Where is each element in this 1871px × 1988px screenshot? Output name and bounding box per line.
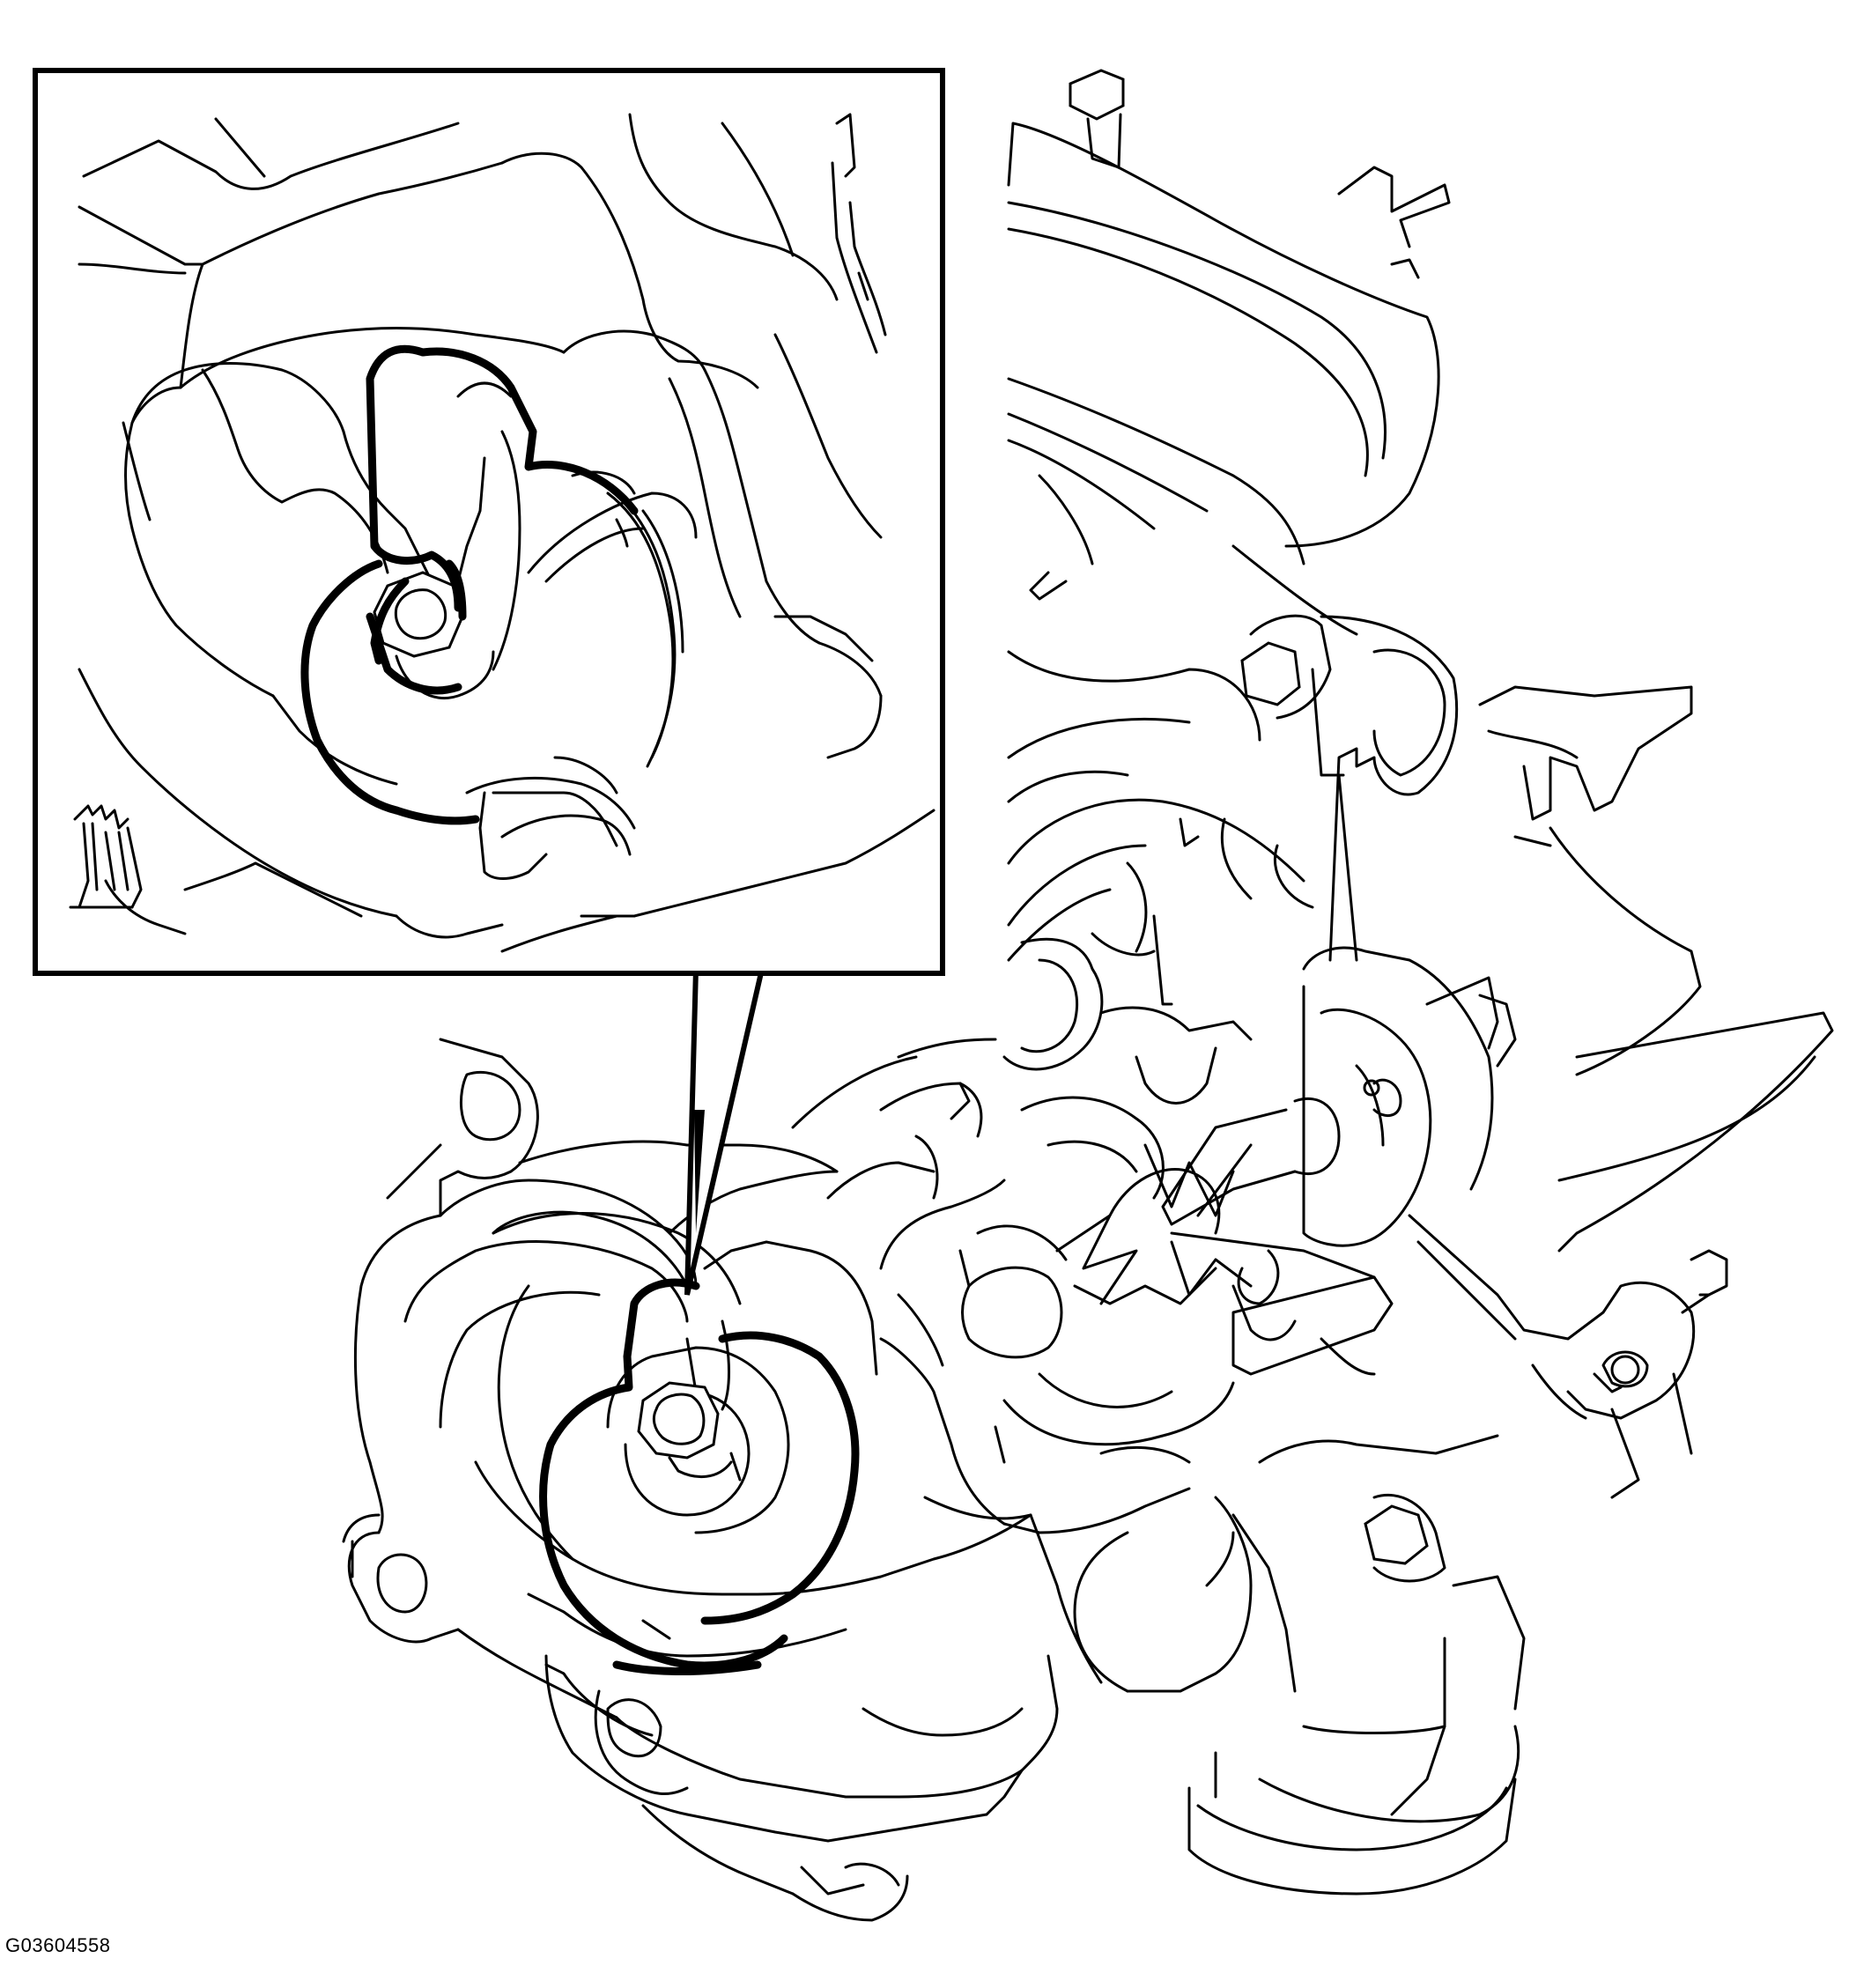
- wastegate-actuator: [1007, 69, 1451, 565]
- wastegate-bolt-boss: [492, 1212, 790, 1561]
- outlet-flange: [1187, 1434, 1526, 1896]
- figure-id-label: G03604558: [5, 1934, 111, 1956]
- turbine-scroll: [518, 1038, 1253, 1816]
- right-bracket: [1478, 685, 1834, 1253]
- inset-callout: [33, 68, 945, 1296]
- bolt-main: [637, 1381, 742, 1482]
- wastegate-lever: [1408, 1214, 1728, 1499]
- actuator-rod: [1029, 474, 1459, 962]
- flange-ear: [342, 1513, 381, 1578]
- turbine-wheel: [958, 817, 1314, 1464]
- gasket-main: [539, 1278, 860, 1675]
- compressor-housing: [1007, 650, 1305, 962]
- inset-frame: [33, 68, 945, 976]
- inset-detail: [69, 113, 936, 953]
- center-housing: [1161, 946, 1517, 1376]
- turbocharger-assembly: [342, 69, 1834, 1922]
